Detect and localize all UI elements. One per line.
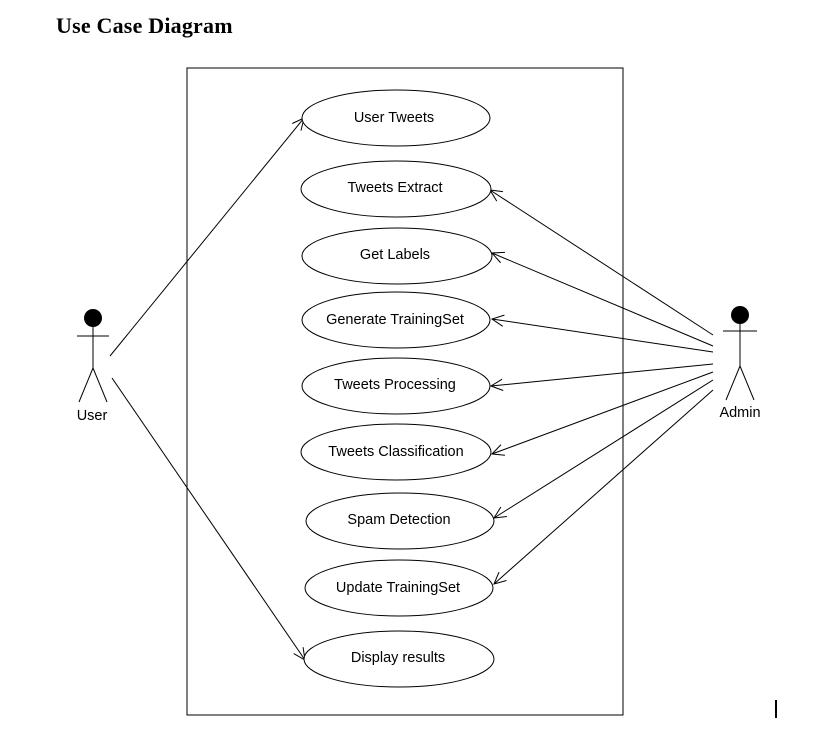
use-case-uc9[interactable]: Display results: [303, 630, 495, 688]
association-line: [111, 377, 306, 661]
associations: [109, 117, 714, 661]
association-admin-uc6: [490, 371, 714, 456]
actor-user[interactable]: User: [77, 309, 109, 424]
actor-left-leg: [78, 367, 94, 403]
use-case-uc3[interactable]: Get Labels: [301, 227, 493, 285]
use-case-label: Spam Detection: [347, 512, 450, 528]
actor-label: User: [77, 408, 108, 424]
use-case-label: Tweets Extract: [347, 180, 442, 196]
use-case-uc2[interactable]: Tweets Extract: [300, 160, 492, 218]
actor-head: [84, 309, 102, 327]
use-case-label: Display results: [351, 650, 445, 666]
association-user-uc9: [111, 377, 306, 661]
use-case-uc6[interactable]: Tweets Classification: [300, 423, 492, 481]
use-case-uc1[interactable]: User Tweets: [301, 89, 491, 147]
use-case-ellipse: [301, 89, 491, 147]
system-boundary: [186, 67, 624, 716]
association-admin-uc3: [490, 251, 714, 347]
use-case-ellipse: [305, 492, 495, 550]
actor-head: [731, 306, 749, 324]
association-line: [490, 363, 714, 387]
arrowhead: [489, 378, 504, 391]
association-line: [493, 389, 714, 585]
use-case-ellipse: [301, 357, 491, 415]
arrowhead: [490, 444, 505, 456]
use-case-ellipse: [301, 291, 491, 349]
association-line: [493, 379, 714, 519]
arrowhead: [493, 571, 507, 585]
association-line: [489, 189, 714, 336]
use-case-uc5[interactable]: Tweets Processing: [301, 357, 491, 415]
use-case-label: Generate TrainingSet: [326, 312, 464, 328]
use-case-ellipse: [303, 630, 495, 688]
association-line: [491, 318, 714, 353]
association-admin-uc8: [493, 389, 714, 585]
association-line: [491, 371, 714, 455]
association-admin-uc2: [489, 189, 714, 336]
actor-admin[interactable]: Admin: [719, 306, 761, 421]
association-line: [109, 117, 305, 357]
use-case-label: Get Labels: [360, 247, 430, 263]
use-case-ellipse: [301, 227, 493, 285]
actor-label: Admin: [719, 405, 760, 421]
actor-left-leg: [725, 365, 741, 401]
use-case-label: Update TrainingSet: [336, 580, 460, 596]
association-user-uc1: [109, 117, 305, 357]
use-case-uc4[interactable]: Generate TrainingSet: [301, 291, 491, 349]
use-case-uc8[interactable]: Update TrainingSet: [304, 559, 494, 617]
use-case-label: Tweets Classification: [328, 444, 463, 460]
use-case-ellipse: [300, 160, 492, 218]
association-admin-uc4: [490, 314, 714, 353]
use-case-ellipse: [300, 423, 492, 481]
arrowhead: [490, 314, 505, 327]
use-case-ellipse: [304, 559, 494, 617]
association-admin-uc7: [493, 379, 714, 519]
page-title: Use Case Diagram: [56, 13, 233, 38]
association-admin-uc5: [489, 363, 714, 391]
actor-right-leg: [92, 367, 108, 403]
use-case-uc7[interactable]: Spam Detection: [305, 492, 495, 550]
use-case-label: Tweets Processing: [334, 377, 456, 393]
association-line: [491, 252, 714, 347]
use-case-label: User Tweets: [354, 110, 434, 126]
actor-right-leg: [739, 365, 755, 401]
